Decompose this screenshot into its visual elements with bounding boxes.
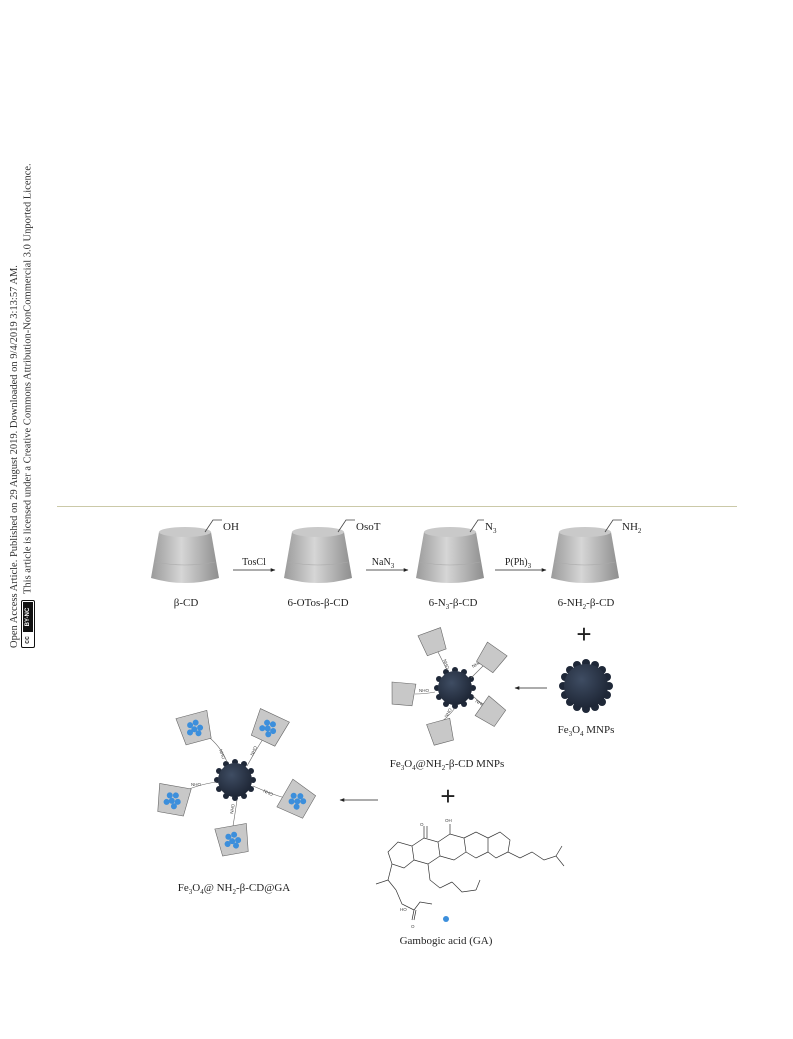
mnp-sphere-icon [559,659,613,713]
n3-cup-icon [415,526,485,584]
section-divider [57,506,737,507]
fe3o4-nh2-cd-mnp: NHO NHO NHO NHO NHO Fe3O4@NH2-β-CD MNPs [389,627,508,772]
otos-beta-cd: OsoT 6-OTos-β-CD [283,519,381,609]
ga-loaded-cup-icon [276,778,318,822]
ga-loaded-cup-icon [214,822,252,858]
cd-cup-icon [417,627,449,657]
otos-label: 6-OTos-β-CD [287,597,348,609]
beta-cd: OH β-CD [150,519,239,609]
arrow-tosylation-reagent: TosCl [242,557,266,568]
plus-sign-1: + [576,619,591,649]
gambogic-acid-structure-icon [375,824,565,921]
svg-text:NHO: NHO [471,659,483,669]
cd-cup-icon [389,681,417,707]
svg-text:O: O [411,924,415,929]
fe3o4-mnp: Fe3O4 MNPs [558,659,615,738]
cd-cup-icon [426,717,456,747]
ga-label: Gambogic acid (GA) [400,935,493,947]
arrow-azidation-reagent: NaN3 [372,557,395,570]
svg-text:NHO: NHO [229,803,236,814]
ga-loaded-cup-icon [248,708,290,748]
svg-text:NHO: NHO [249,745,258,757]
nh2-group: NH2 [622,521,642,535]
svg-text:NHO: NHO [218,749,226,761]
svg-text:NHO: NHO [419,688,429,693]
ga-loaded-cup-icon [154,782,192,818]
svg-text:O: O [420,822,424,827]
svg-text:OH: OH [445,818,452,823]
beta-cd-group: OH [223,521,239,533]
nh2-label: 6-NH2-β-CD [558,597,615,611]
otos-group: OsoT [356,521,381,533]
beta-cd-cup-icon [150,526,220,584]
ga-loaded-cup-icon [175,709,215,747]
plus-sign-2: + [440,781,455,811]
svg-text:NHO: NHO [475,699,487,709]
conj-core-icon [438,671,472,705]
ga-symbol-dot-icon [443,916,449,922]
nh2-beta-cd: NH2 6-NH2-β-CD [550,519,642,611]
arrow-reduction-reagent: P(Ph)3 [505,557,532,570]
mnp-label: Fe3O4 MNPs [558,724,615,738]
svg-text:HO: HO [400,907,407,912]
beta-cd-label: β-CD [174,597,199,609]
n3-label: 6-N3-β-CD [429,597,478,611]
nh2-cup-icon [550,526,620,584]
svg-text:NHO: NHO [444,707,454,719]
otos-cup-icon [283,526,353,584]
svg-text:NHO: NHO [442,659,450,671]
fe3o4-nh2-cd-ga: NHO NHO NHO NHO NHO Fe3O4@ NH2-β-CD@GA [154,708,318,896]
svg-text:NHO: NHO [263,788,275,797]
n3-group: N3 [485,521,497,535]
conjugate-label: Fe3O4@NH2-β-CD MNPs [390,758,505,772]
final-core-icon [218,763,252,797]
final-label: Fe3O4@ NH2-β-CD@GA [178,882,291,896]
n3-beta-cd: N3 6-N3-β-CD [415,519,497,611]
svg-text:NHO: NHO [191,782,201,787]
